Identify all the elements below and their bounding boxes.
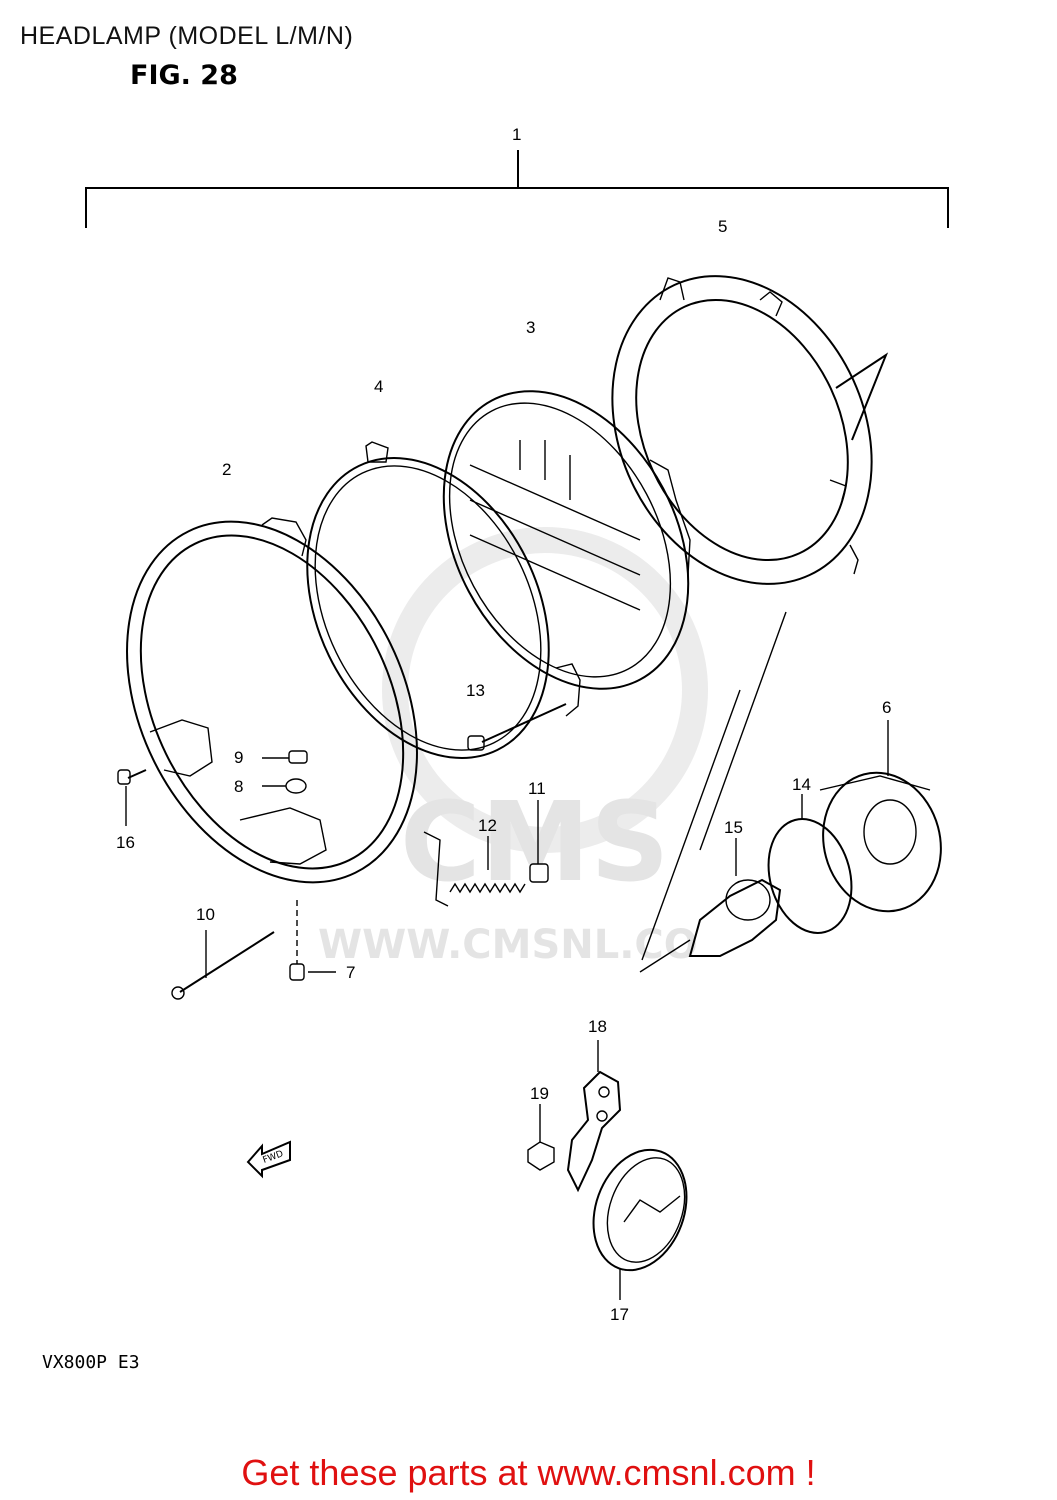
assembly-bracket xyxy=(85,150,949,228)
callout-15: 15 xyxy=(724,818,743,837)
fwd-arrow-icon: FWD xyxy=(246,1140,291,1179)
callout-10: 10 xyxy=(196,905,215,924)
figure-number: FIG. 28 xyxy=(130,60,238,91)
part-3-headlamp-lens xyxy=(442,390,691,690)
page-title: HEADLAMP (MODEL L/M/N) xyxy=(20,22,354,50)
part-15-bulb xyxy=(639,838,782,973)
part-10-long-bolt xyxy=(171,930,275,1000)
model-code: VX800P E3 xyxy=(42,1352,140,1373)
callout-5: 5 xyxy=(718,217,727,236)
callout-1: 1 xyxy=(512,125,521,144)
callout-14: 14 xyxy=(792,775,811,794)
callout-4: 4 xyxy=(374,377,383,396)
callout-3: 3 xyxy=(526,318,535,337)
callout-9: 9 xyxy=(234,748,243,767)
callout-7: 7 xyxy=(346,963,355,982)
watermark: CMS WWW.CMSNL.CO xyxy=(318,527,708,968)
part-12-adjust-spring xyxy=(423,831,526,907)
part-18-bracket-plate xyxy=(566,1040,622,1193)
part-13-screw xyxy=(467,703,567,751)
part-19-nut xyxy=(527,1104,555,1171)
callout-13: 13 xyxy=(466,681,485,700)
get-parts-link[interactable]: Get these parts at www.cmsnl.com ! xyxy=(241,1452,816,1493)
bulb-leader-lines xyxy=(641,611,787,961)
part-11-nut-clip xyxy=(529,800,549,883)
part-17-position-lamp xyxy=(592,1148,688,1300)
part-9-nut xyxy=(262,750,308,764)
part-6-socket-cover xyxy=(819,720,942,913)
callout-8: 8 xyxy=(234,777,243,796)
callout-11: 11 xyxy=(528,779,546,798)
callout-labels: 1 2 3 4 5 6 7 8 9 10 11 12 13 14 15 16 1… xyxy=(116,125,891,1324)
part-2-headlamp-rim xyxy=(126,517,418,884)
callout-16: 16 xyxy=(116,833,135,852)
part-16-bolt xyxy=(117,769,147,826)
watermark-logo-text: CMS xyxy=(400,778,669,906)
callout-12: 12 xyxy=(478,816,497,835)
callout-17: 17 xyxy=(610,1305,629,1324)
callout-2: 2 xyxy=(222,460,231,479)
part-14-bulb-holder xyxy=(767,794,853,934)
watermark-url-text: WWW.CMSNL.CO xyxy=(318,922,698,968)
part-7-screw xyxy=(289,900,336,981)
callout-6: 6 xyxy=(882,698,891,717)
callout-18: 18 xyxy=(588,1017,607,1036)
part-8-washer xyxy=(262,778,307,794)
callout-19: 19 xyxy=(530,1084,549,1103)
part-4-inner-rim xyxy=(306,441,581,759)
